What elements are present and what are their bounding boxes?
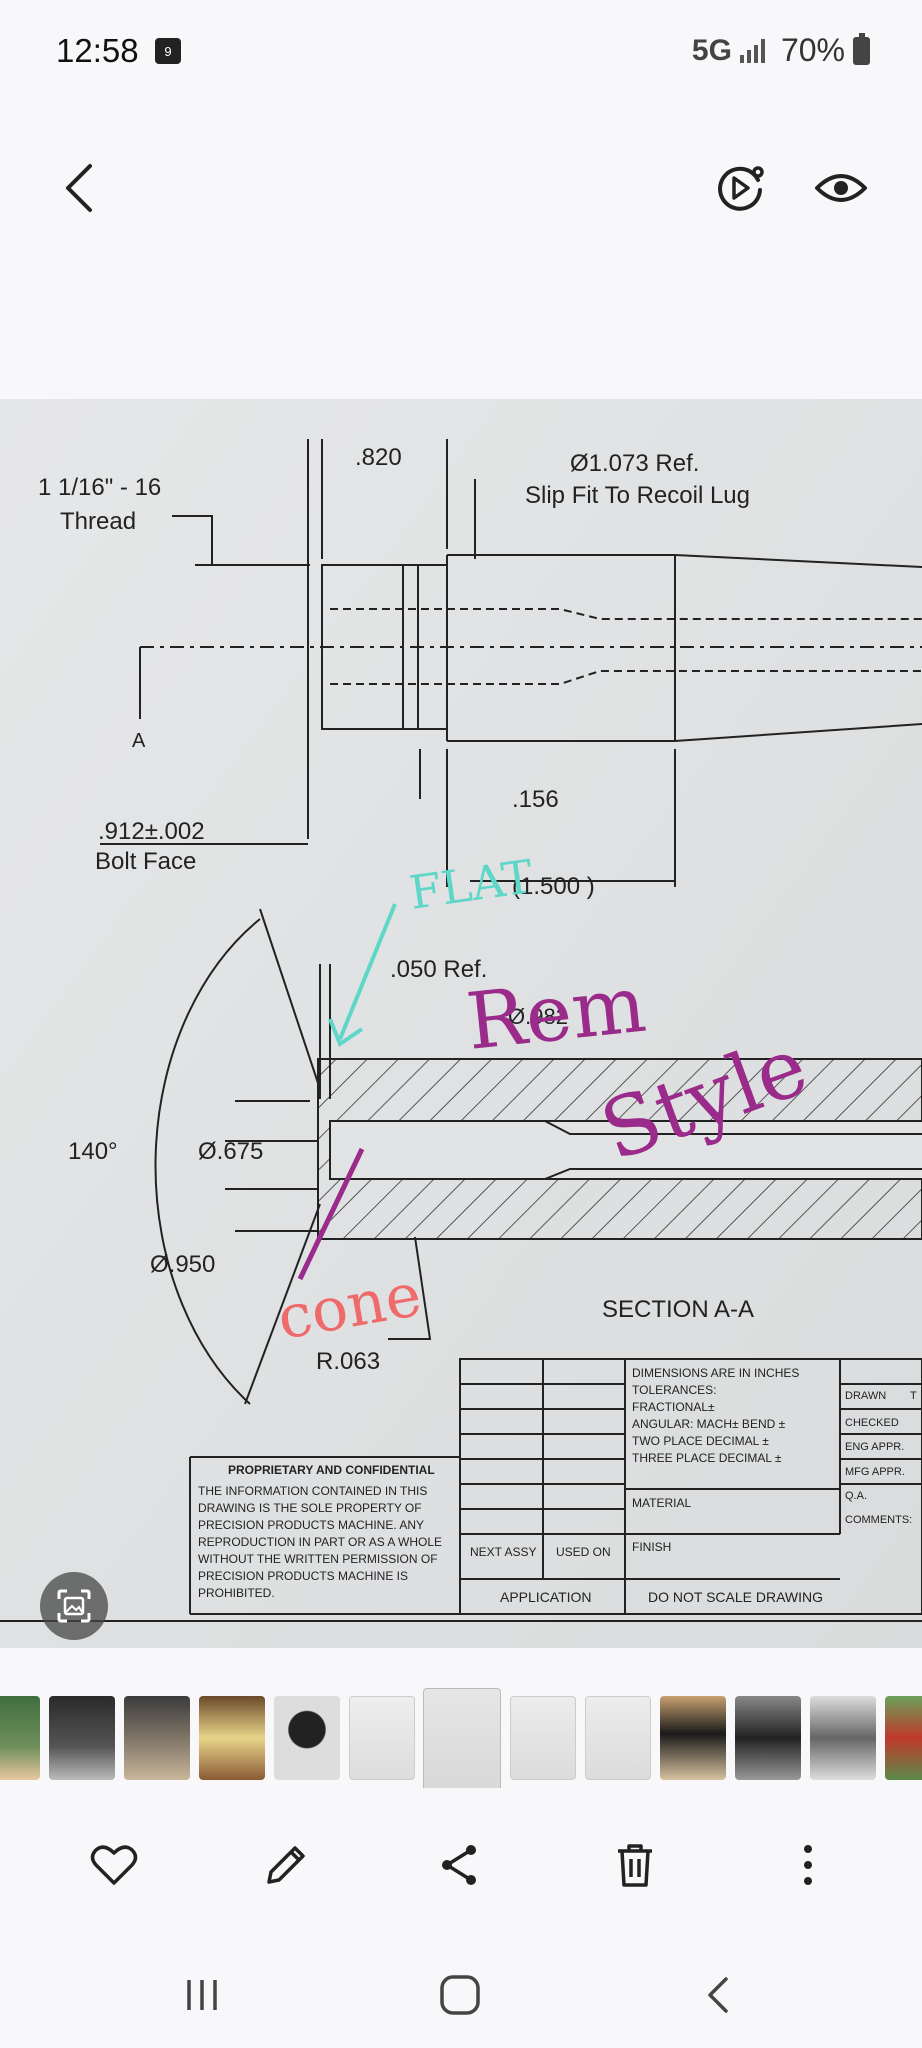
used-on-label: USED ON: [556, 1545, 611, 1559]
dim-050: .050 Ref.: [390, 956, 487, 983]
thumbnail[interactable]: [274, 1696, 340, 1780]
trash-icon: [618, 1844, 652, 1887]
thumbnail[interactable]: [660, 1696, 726, 1780]
tb-checked: CHECKED: [845, 1417, 899, 1429]
section-title: SECTION A-A: [602, 1296, 754, 1323]
prop-line-5: WITHOUT THE WRITTEN PERMISSION OF: [198, 1552, 438, 1566]
favorite-button[interactable]: [69, 1820, 159, 1910]
chevron-left-icon: [66, 164, 92, 212]
nav-back-button[interactable]: [673, 1960, 763, 2030]
prop-line-4: REPRODUCTION IN PART OR AS A WHOLE: [198, 1535, 442, 1549]
prop-line-3: PRECISION PRODUCTS MACHINE. ANY: [198, 1518, 424, 1532]
image-scan-icon: [57, 1589, 91, 1623]
battery-level: 70%: [780, 32, 845, 68]
thumbnail[interactable]: [199, 1696, 265, 1780]
status-indicators: 5G 70%: [692, 32, 870, 69]
back-button[interactable]: [40, 148, 120, 228]
recent-apps-icon: [187, 1980, 217, 2010]
edit-button[interactable]: [241, 1820, 331, 1910]
prop-line-2: DRAWING IS THE SOLE PROPERTY OF: [198, 1501, 422, 1515]
angle-140: 140°: [68, 1138, 118, 1165]
network-type: 5G: [691, 33, 732, 67]
thumbnail[interactable]: [349, 1696, 415, 1780]
material-label: MATERIAL: [632, 1496, 691, 1510]
dim-156: .156: [512, 786, 559, 813]
tb-eng: ENG APPR.: [845, 1441, 904, 1453]
bolt-face-label: Bolt Face: [95, 848, 196, 875]
prop-line-1: THE INFORMATION CONTAINED IN THIS: [198, 1484, 427, 1498]
tol-line-1: DIMENSIONS ARE IN INCHES: [632, 1366, 799, 1380]
thumbnail[interactable]: [885, 1696, 922, 1780]
dia-950: Ø.950: [150, 1251, 215, 1278]
signal-icon: [739, 38, 765, 63]
motion-photo-button[interactable]: [700, 148, 780, 228]
home-icon: [440, 1975, 480, 2015]
pencil-icon: [267, 1846, 305, 1884]
tol-line-2: TOLERANCES:: [632, 1383, 716, 1397]
visibility-button[interactable]: [801, 148, 881, 228]
dim-1500: (1.500 ): [512, 873, 595, 900]
status-bar: 12:58 9 5G 70%: [0, 0, 922, 104]
application-label: APPLICATION: [500, 1589, 592, 1605]
tb-comments: COMMENTS:: [845, 1514, 912, 1526]
home-button[interactable]: [415, 1960, 505, 2030]
tb-drawn: DRAWN: [845, 1390, 886, 1402]
status-time: 12:58: [56, 32, 139, 69]
thumbnail-active[interactable]: [423, 1688, 501, 1788]
action-bar: [0, 1820, 922, 1910]
dia-675: Ø.675: [198, 1138, 263, 1165]
tol-line-5: TWO PLACE DECIMAL ±: [632, 1434, 769, 1448]
thumbnail[interactable]: [585, 1696, 651, 1780]
thumbnail[interactable]: [0, 1696, 40, 1780]
proprietary-title: PROPRIETARY AND CONFIDENTIAL: [228, 1463, 435, 1477]
tb-t: T: [910, 1390, 917, 1402]
section-mark: A: [132, 730, 146, 752]
heart-icon: [90, 1845, 138, 1885]
finish-label: FINISH: [632, 1540, 671, 1554]
delete-button[interactable]: [590, 1820, 680, 1910]
battery-icon: [853, 32, 870, 65]
image-scan-button[interactable]: [40, 1572, 108, 1640]
recent-apps-button[interactable]: [157, 1960, 247, 2030]
tol-line-4: ANGULAR: MACH± BEND ±: [632, 1417, 786, 1431]
back-icon: [708, 1977, 728, 2013]
system-navigation-bar: [0, 1940, 922, 2048]
thread-label: Thread: [60, 508, 136, 535]
dim-982: Ø.982: [508, 1004, 568, 1029]
tol-line-3: FRACTIONAL±: [632, 1400, 715, 1414]
thumbnail[interactable]: [124, 1696, 190, 1780]
share-icon: [442, 1845, 476, 1885]
technical-drawing-photo: .820 Ø1.073 Ref. Slip Fit To Recoil Lug …: [0, 399, 922, 1648]
tb-mfg: MFG APPR.: [845, 1466, 905, 1478]
thumbnail[interactable]: [810, 1696, 876, 1780]
dim-1073: Ø1.073 Ref.: [570, 450, 699, 477]
thumbnail[interactable]: [49, 1696, 115, 1780]
next-assy-label: NEXT ASSY: [470, 1545, 536, 1559]
more-vertical-icon: [804, 1845, 812, 1885]
viewer-top-bar: [0, 140, 922, 240]
eye-icon: [815, 174, 867, 202]
prop-line-6: PRECISION PRODUCTS MACHINE IS: [198, 1569, 408, 1583]
more-options-button[interactable]: [763, 1820, 853, 1910]
share-button[interactable]: [414, 1820, 504, 1910]
tb-qa: Q.A.: [845, 1490, 867, 1502]
slip-fit-note: Slip Fit To Recoil Lug: [525, 482, 750, 509]
thumbnail[interactable]: [510, 1696, 576, 1780]
prop-line-7: PROHIBITED.: [198, 1586, 275, 1600]
tol-line-6: THREE PLACE DECIMAL ±: [632, 1451, 782, 1465]
thread-spec: 1 1/16" - 16: [38, 474, 161, 501]
radius-063: R.063: [316, 1348, 380, 1375]
calendar-icon: 9: [155, 38, 181, 64]
bolt-face-dim: .912±.002: [98, 818, 205, 845]
dim-820: .820: [355, 444, 402, 471]
do-not-scale-label: DO NOT SCALE DRAWING: [648, 1589, 823, 1605]
thumbnail-strip: [0, 1688, 922, 1788]
photo-view[interactable]: .820 Ø1.073 Ref. Slip Fit To Recoil Lug …: [0, 399, 922, 1648]
motion-photo-icon: [718, 166, 764, 211]
handwriting-rem: Rem: [463, 960, 650, 1068]
thumbnail[interactable]: [735, 1696, 801, 1780]
